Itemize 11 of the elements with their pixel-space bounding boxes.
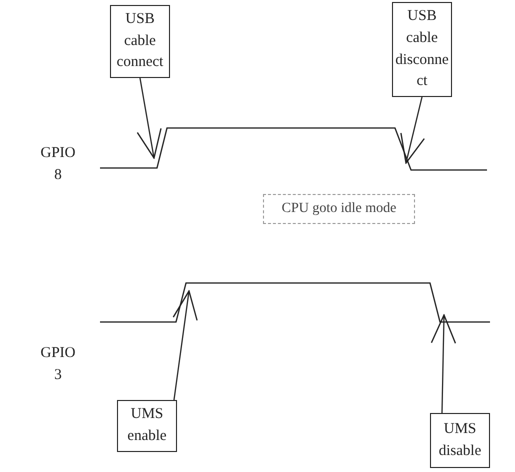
state-note-box: CPU goto idle mode	[263, 194, 415, 224]
arrow	[172, 290, 198, 400]
arrow	[400, 96, 425, 164]
event-box: USB cable disconnect	[392, 2, 452, 97]
arrow	[136, 78, 162, 159]
signal-name: GPIO 8	[39, 144, 76, 185]
event-box: UMS enable	[117, 400, 177, 452]
event-box: USB cable connect	[110, 5, 170, 78]
arrow	[430, 314, 456, 414]
event-box: UMS disable	[430, 413, 490, 468]
signal-name: GPIO 3	[39, 344, 76, 385]
